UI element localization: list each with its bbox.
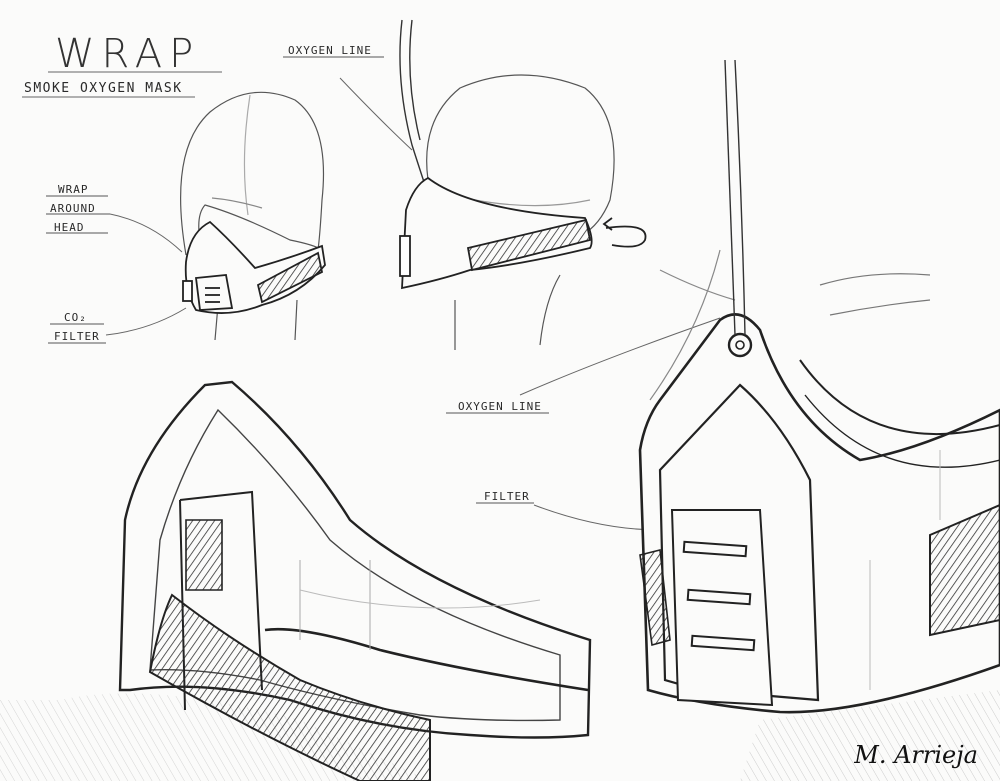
head-front-sketch [180,91,325,341]
label-oxygen-line-top: OXYGEN LINE [288,44,372,57]
back-mask [399,176,647,290]
label-underlines [46,56,549,504]
signature: M. Arrieja [854,741,978,769]
label-filter-small: FILTER [54,330,100,343]
label-wrap: WRAP [58,183,89,196]
label-head: HEAD [54,221,85,234]
large-mask-right [638,249,1000,781]
sketch-subtitle: SMOKE OXYGEN MASK [24,81,183,96]
sketch-title: WRAP [55,31,201,77]
oxygen-tube-top [399,19,426,186]
label-around: AROUND [50,202,96,215]
label-filter-mid: FILTER [484,490,530,503]
label-oxygen-line-mid: OXYGEN LINE [458,400,542,413]
oxygen-tube-right [724,59,746,336]
label-co2: CO₂ [64,311,87,324]
front-mask [182,220,326,314]
large-mask-left [0,380,592,781]
title-underlines [22,71,222,98]
